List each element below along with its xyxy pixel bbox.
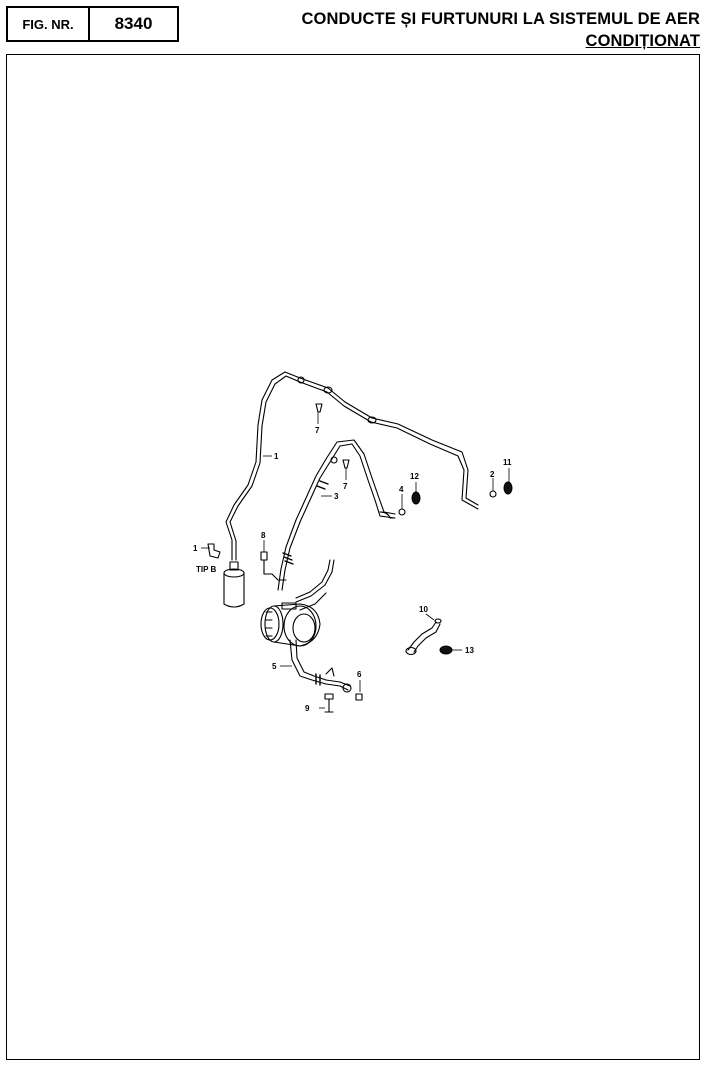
cap-13	[439, 645, 453, 655]
o-ring-4	[398, 508, 406, 516]
callout-4: 4	[399, 485, 404, 494]
page-title: CONDUCTE ȘI FURTUNURI LA SISTEMUL DE AER…	[230, 8, 700, 52]
hose-10	[405, 618, 442, 656]
figure-label: FIG. NR.	[8, 8, 90, 40]
figure-number: 8340	[114, 14, 153, 33]
callout-13: 13	[465, 646, 474, 655]
leader-lines	[201, 412, 510, 709]
callout-7-left: 7	[315, 426, 320, 435]
cap-12	[411, 491, 421, 505]
diagram-frame	[6, 54, 700, 1060]
callout-1-top: 1	[274, 452, 279, 461]
bolt-8	[260, 551, 287, 581]
pipe-1-liquid-line	[225, 371, 479, 561]
fitting-tip-b	[207, 543, 221, 559]
callout-9: 9	[305, 704, 310, 713]
callout-11: 11	[503, 458, 512, 467]
callout-7-right: 7	[343, 482, 348, 491]
callout-5: 5	[272, 662, 277, 671]
clip-6	[355, 693, 363, 701]
clip-7-right	[342, 459, 350, 469]
compressor	[260, 602, 321, 647]
callout-2: 2	[490, 470, 495, 479]
cap-11	[503, 481, 513, 495]
title-line-1: CONDUCTE ȘI FURTUNURI LA SISTEMUL DE AER	[301, 10, 700, 28]
pipe-compressor-discharge	[295, 559, 335, 611]
callout-3: 3	[334, 492, 339, 501]
tip-b-label: TIP B	[196, 565, 217, 574]
title-line-2: CONDIȚIONAT	[585, 32, 700, 50]
bolt-9	[324, 693, 334, 713]
callout-10: 10	[419, 605, 428, 614]
callout-6: 6	[357, 670, 362, 679]
receiver-drier	[223, 561, 245, 608]
figure-number-box: FIG. NR. 8340	[6, 6, 179, 42]
callout-1-tipb: 1	[193, 544, 198, 553]
clip-7-left	[315, 403, 323, 413]
callout-12: 12	[410, 472, 419, 481]
o-ring-2	[489, 490, 497, 498]
hose-3-suction	[277, 439, 396, 591]
callout-8: 8	[261, 531, 266, 540]
hose-5	[289, 639, 352, 693]
